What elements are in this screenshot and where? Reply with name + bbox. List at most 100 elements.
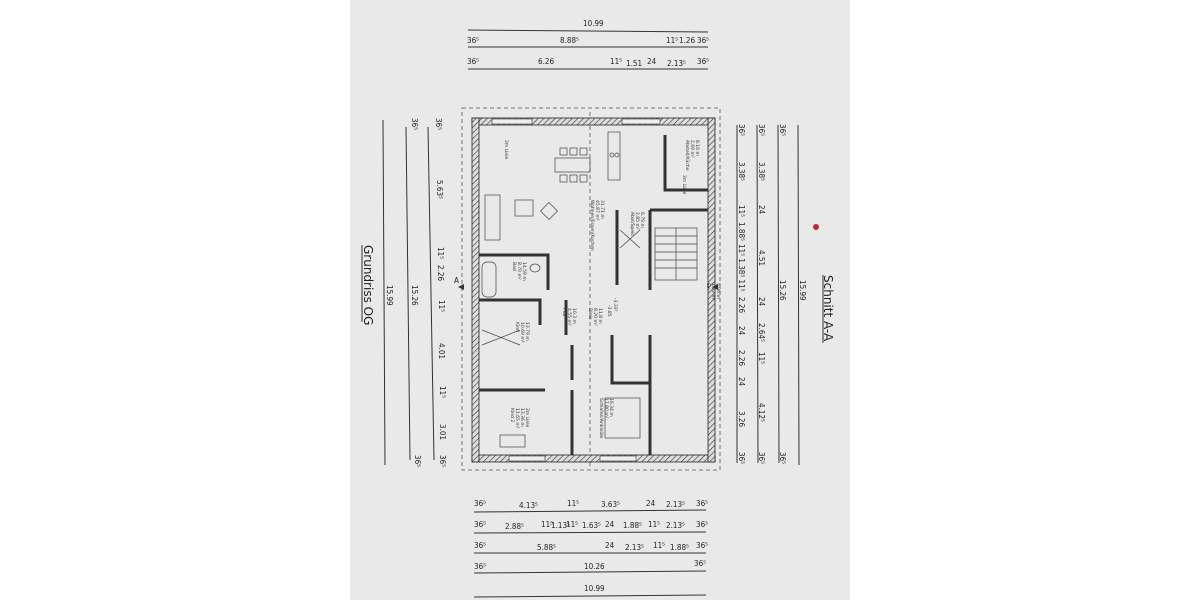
dim-label: 36⁵ [434,118,443,130]
sofa [484,194,501,241]
dim-label: 11⁵ [666,36,678,45]
dim-label: 11⁵ [436,247,445,259]
dim-label: 2.13⁵ [625,543,644,552]
room-label: Abstell/Küche 2.69 m² 8.16 m [684,140,700,171]
svg-text:Bad: Bad [511,262,517,271]
dim-label: 3.38⁵ [737,162,746,181]
exterior-wall [471,117,480,463]
dim-label: 4.12⁵ [757,403,766,422]
bottom-dimensions: 36⁵ 4.13⁵ 11⁵ 3.63⁵ 24 2.13⁵ 36⁵ 36⁵ 2.8… [473,499,708,598]
dim-label: 36⁵ [474,541,486,550]
dim-label: 36⁵ [696,499,708,508]
dim-label: 2.13⁵ [666,500,685,509]
dim-label: 2.13⁵ [666,521,685,530]
level-mark: -3.85 [606,305,612,317]
floor-plan: A Wohnen/Essen/Kochen 45.87 m² 31.71 m A… [454,107,721,471]
svg-text:Diele: Diele [587,308,593,320]
dim-label: 36⁵ [694,559,706,568]
dim-line [797,124,800,466]
svg-text:Schlafen/Ankleide: Schlafen/Ankleide [598,398,604,439]
dim-label: 10.26 [584,562,605,571]
dim-label: 36⁵ [778,452,787,464]
dim-label: 36⁵ [438,455,447,467]
svg-text:8.16 m: 8.16 m [694,140,700,156]
dim-label: 24 [757,297,766,307]
dim-label: 11⁵ [610,57,622,66]
svg-text:11.8 m: 11.8 m [597,308,603,324]
coffee-table [514,199,534,217]
dim-label: 36⁵ [757,124,766,136]
dim-label: 11⁵ [757,352,766,364]
window [491,118,533,125]
interior-wall [610,335,652,455]
room-label: Kind 10.69 m² 13.79 m [514,322,530,343]
svg-text:17.80 m²: 17.80 m² [603,398,609,419]
ink-stain [813,224,819,230]
room-label: Schlafen/Ankleide 17.80 m² 16.34 m [598,398,614,439]
dim-line [473,531,707,534]
storage [619,229,641,249]
svg-text:Kind 2: Kind 2 [509,408,515,422]
dim-label: 24 [647,57,657,66]
top-dimensions: 10.99 36⁵ 8.88⁵ 11⁵ 1.26 36⁵ 36⁵ 6.26 11… [467,19,709,70]
armchair [540,202,558,220]
desk [499,434,526,448]
svg-text:2m Linie: 2m Linie [524,408,530,428]
dim-label: 36⁵ [737,452,746,464]
dim-label: 15.99 [798,280,807,301]
dim-label: 5.63⁵ [435,180,444,199]
dim-label: 36⁵ [474,499,486,508]
dim-label: 3.38⁵ [757,162,766,181]
dim-label: 24 [757,205,766,215]
svg-text:11.65 m²: 11.65 m² [514,408,520,429]
dim-label: 10.99 [583,19,604,28]
dim-label: 3.63⁵ [601,500,620,509]
dim-line [473,570,707,574]
dim-label: 1.88⁵ [737,222,746,241]
interior-wall [479,253,550,290]
window [508,455,546,462]
dim-label: 2.13⁵ [667,59,686,68]
dim-label: 1.51 [626,59,642,68]
dim-line [382,119,386,466]
dim-label: 3.01 [438,424,447,440]
section-title: Schnitt A-A [821,275,835,342]
dim-label: 36⁵ [410,118,419,130]
section-mark: A [454,276,459,285]
dim-label: 1.26 [679,36,695,45]
dim-label: 11⁵ [541,520,553,529]
height-line-note: 2m Linie [503,140,509,160]
furniture [481,131,641,448]
wardrobe [481,329,521,346]
dim-label: 36⁵ [757,452,766,464]
dim-label: 1.63⁵ [582,521,601,530]
room-label: Abst/Speis 2.85 m² 6.79 m [629,212,645,236]
room-label: Ein 1.92 m² 5.96 m [705,283,721,301]
svg-text:14.59 m: 14.59 m [521,262,527,281]
floor-plan-sheet: 10.99 36⁵ 8.88⁵ 11⁵ 1.26 36⁵ 36⁵ 6.26 11… [350,0,850,600]
dim-label: 36⁵ [696,520,708,529]
svg-text:Wohnen/Essen/Kochen: Wohnen/Essen/Kochen [589,200,595,251]
dim-label: 3.26 [737,411,746,427]
dim-label: 11⁵ [566,520,578,529]
dim-label: 11⁵ [437,300,446,312]
level-mark: -3.33⁵ [612,298,618,312]
dim-label: 24 [605,541,615,550]
interior-wall [564,300,574,455]
exterior-wall [471,454,716,463]
svg-text:16.34 m: 16.34 m [608,398,614,417]
dim-label: 4.13⁵ [519,501,538,510]
dim-label: 36⁵ [474,520,486,529]
svg-text:2.85 m²: 2.85 m² [634,212,640,230]
dim-label: 15.26 [410,285,419,306]
interior-wall [479,298,542,325]
dim-label: 1.88⁵ [623,521,642,530]
dim-line [405,126,411,461]
dim-line [473,509,707,513]
dim-label: 11⁵ [737,205,746,217]
svg-text:10.69 m²: 10.69 m² [519,322,525,343]
right-dimensions: 36⁵ 3.38⁵ 11⁵ 1.88⁵ 11⁵ 1.38⁵ 11⁵ 2.26 2… [736,124,835,466]
dim-line [777,124,780,464]
svg-text:Abst/Speis: Abst/Speis [629,212,635,236]
plan-title: Grundriss OG [361,245,375,325]
